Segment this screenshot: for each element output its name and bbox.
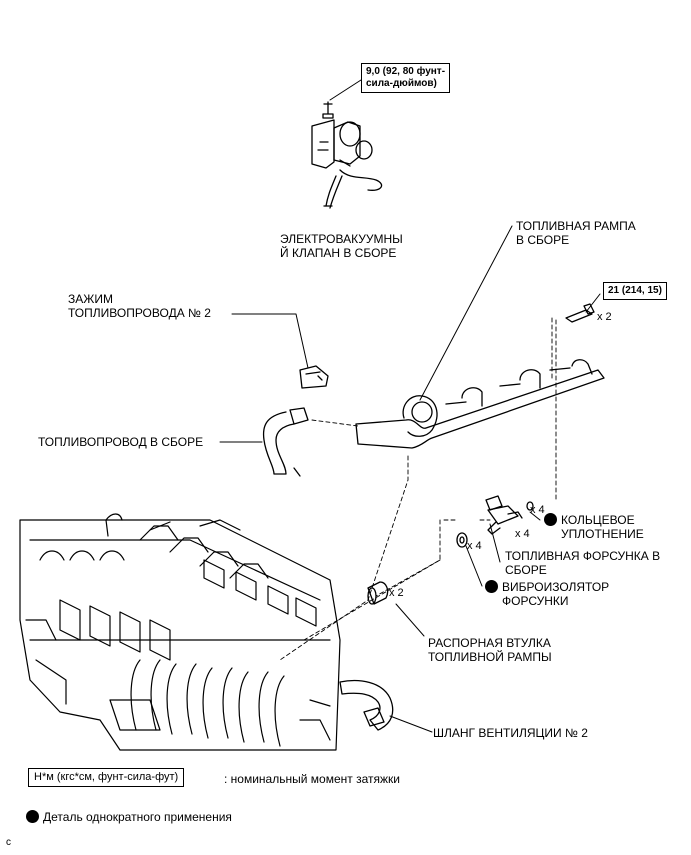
qty-bolt: x 2 [597,311,612,323]
ventilation-hose-drawing [339,679,394,731]
qty-insulator: x 4 [467,540,482,552]
label-fuel-rail: ТОПЛИВНАЯ РАМПА В СБОРЕ [516,219,636,247]
label-insulator-line-1: ВИБРОИЗОЛЯТОР [485,580,609,594]
label-spacer: РАСПОРНАЯ ВТУЛКА ТОПЛИВНОЙ РАМПЫ [428,636,552,664]
injector-drawing [485,495,523,535]
label-injector-line-2: СБОРЕ [505,563,547,577]
qty-injector: x 4 [515,528,530,540]
engine-drawing [19,513,341,751]
legend-torque-unit: Н*м (кгс*см, фунт-сила-фут) [34,771,179,783]
legend-single-use: Деталь однократного применения [26,810,232,824]
single-use-icon [26,810,39,823]
label-insulator-text: ВИБРОИЗОЛЯТОР [502,580,610,594]
label-fuel-rail-line-1: ТОПЛИВНАЯ РАМПА [516,219,636,233]
leader-lines [219,79,601,733]
label-clamp-line-1: ЗАЖИМ [68,292,113,306]
label-fuel-line: ТОПЛИВОПРОВОД В СБОРЕ [38,435,204,449]
fuel-line-drawing [262,407,309,477]
single-use-icon [485,580,498,593]
label-o-ring-line-1: КОЛЬЦЕВОЕ [544,513,644,527]
insulator-drawing [456,532,468,548]
torque-solenoid-line-2: сила-дюймов) [366,78,437,89]
solenoid-valve-drawing [311,101,383,209]
label-solenoid-valve-line-1: ЭЛЕКТРОВАКУУМНЫ [280,232,403,246]
label-o-ring-line-2: УПЛОТНЕНИЕ [561,527,644,541]
rail-bolt-drawing [565,303,595,323]
label-clamp-line-2: ТОПЛИВОПРОВОДА № 2 [68,306,211,320]
label-spacer-line-2: ТОПЛИВНОЙ РАМПЫ [428,650,552,664]
o-ring-drawing [526,501,534,511]
torque-solenoid-box: 9,0 (92, 80 фунт- сила-дюймов) [361,63,451,93]
label-injector: ТОПЛИВНАЯ ФОРСУНКА В СБОРЕ [505,549,660,577]
corner-mark: c [6,837,11,848]
torque-rail-bolt-box: 21 (214, 15) [603,282,667,300]
qty-spacer: x 2 [389,587,404,599]
legend-torque-desc: : номинальный момент затяжки [224,772,400,786]
qty-o-ring: x 4 [530,504,545,516]
label-o-ring: КОЛЬЦЕВОЕ УПЛОТНЕНИЕ [544,513,644,541]
spacer-drawing [367,581,389,605]
fuel-rail-drawing [355,359,605,449]
label-solenoid-valve: ЭЛЕКТРОВАКУУМНЫ Й КЛАПАН В СБОРЕ [280,232,403,260]
torque-rail-bolt-value: 21 (214, 15) [608,285,662,296]
clamp-drawing [299,365,329,389]
label-spacer-line-1: РАСПОРНАЯ ВТУЛКА [428,636,551,650]
alignment-lines [279,317,557,661]
legend-torque-unit-box: Н*м (кгс*см, фунт-сила-фут) [28,768,185,787]
label-insulator-line-2: ФОРСУНКИ [502,594,569,608]
label-clamp: ЗАЖИМ ТОПЛИВОПРОВОДА № 2 [68,292,211,320]
torque-solenoid-line-1: 9,0 (92, 80 фунт- [366,66,446,77]
single-use-icon [544,513,557,526]
label-solenoid-valve-line-2: Й КЛАПАН В СБОРЕ [280,246,397,260]
label-vent-hose: ШЛАНГ ВЕНТИЛЯЦИИ № 2 [433,726,588,740]
label-insulator: ВИБРОИЗОЛЯТОР ФОРСУНКИ [485,580,609,608]
legend-single-use-text: Деталь однократного применения [43,810,232,824]
label-injector-line-1: ТОПЛИВНАЯ ФОРСУНКА В [505,549,661,563]
label-fuel-rail-line-2: В СБОРЕ [516,233,570,247]
label-o-ring-text: КОЛЬЦЕВОЕ [561,513,635,527]
